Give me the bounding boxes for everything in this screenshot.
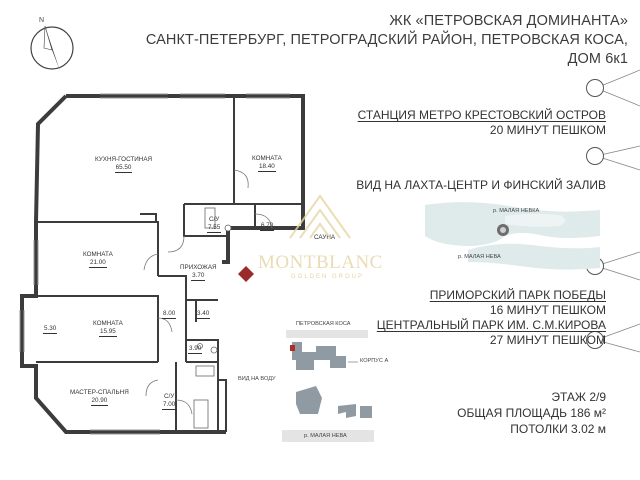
room-area: 15.95	[99, 328, 117, 337]
room-area: 3.70	[191, 272, 206, 281]
room-390: 3.90	[188, 345, 203, 354]
room-bedroom-3: КОМНАТА 15.95	[93, 320, 123, 337]
room-name: САУНА	[314, 234, 336, 241]
room-name: С/У	[163, 393, 175, 400]
room-area: 6.70	[260, 222, 275, 231]
metro-info: СТАНЦИЯ МЕТРО КРЕСТОВСКИЙ ОСТРОВ 20 МИНУ…	[358, 108, 606, 138]
room-kitchen-living: КУХНЯ-ГОСТИНАЯ 65.50	[95, 156, 152, 173]
room-area: 3.40	[196, 310, 211, 319]
room-name: КОМНАТА	[93, 320, 123, 327]
river-label-top: р. МАЛАЯ НЕВКА	[493, 208, 540, 214]
room-bathroom-1: С/У 7.55	[207, 216, 222, 233]
river-label-bottom: р. МАЛАЯ НЕВА	[458, 254, 501, 260]
floor-value: ЭТАЖ 2/9	[551, 390, 606, 404]
parks-info: ПРИМОРСКИЙ ПАРК ПОБЕДЫ 16 МИНУТ ПЕШКОМ Ц…	[377, 288, 606, 348]
apartment-info: ЭТАЖ 2/9 ОБЩАЯ ПЛОЩАДЬ 186 м² ПОТОЛКИ 3.…	[457, 389, 606, 437]
room-name: КУХНЯ-ГОСТИНАЯ	[95, 156, 153, 163]
room-name: МАСТЕР-СПАЛЬНЯ	[70, 389, 129, 396]
park1-title: ПРИМОРСКИЙ ПАРК ПОБЕДЫ	[429, 288, 606, 302]
room-bedroom-1: КОМНАТА 18.40	[252, 155, 282, 172]
total-area: ОБЩАЯ ПЛОЩАДЬ 186 м²	[457, 406, 606, 420]
metro-time: 20 МИНУТ ПЕШКОМ	[489, 123, 606, 137]
watermark-brand: MONTBLANC	[258, 252, 383, 273]
site-view-label: ВИД НА ВОДУ	[238, 376, 276, 382]
complex-name: ЖК «ПЕТРОВСКАЯ ДОМИНАНТА»	[389, 13, 628, 29]
watermark-sub: GOLDEN GROUP	[291, 274, 365, 280]
site-street-label: ПЕТРОВСКАЯ КОСА	[296, 321, 351, 327]
room-hallway: ПРИХОЖАЯ 3.70	[180, 264, 217, 281]
address-line: САНКТ-ПЕТЕРБУРГ, ПЕТРОГРАДСКИЙ РАЙОН, ПЕ…	[145, 32, 628, 48]
room-area: 3.90	[188, 345, 203, 354]
room-bathroom-2: С/У 7.00	[162, 393, 177, 410]
park2-time: 27 МИНУТ ПЕШКОМ	[489, 333, 606, 347]
room-name: ПРИХОЖАЯ	[180, 264, 217, 271]
room-name: КОМНАТА	[83, 251, 113, 258]
compass-label: N	[39, 17, 45, 24]
header-title: ЖК «ПЕТРОВСКАЯ ДОМИНАНТА» САНКТ-ПЕТЕРБУР…	[146, 12, 628, 69]
view-info: ВИД НА ЛАХТА-ЦЕНТР И ФИНСКИЙ ЗАЛИВ	[356, 178, 606, 192]
room-name: КОМНАТА	[252, 155, 282, 162]
site-building-label: КОРПУС А	[360, 358, 389, 364]
room-area: 21.00	[89, 259, 107, 268]
room-area: 8.00	[162, 310, 177, 319]
building-number: ДОМ 6к1	[567, 51, 628, 67]
room-sauna: САУНА	[314, 234, 335, 242]
site-river-label: р. МАЛАЯ НЕВА	[304, 433, 347, 439]
room-340: 3.40	[196, 310, 211, 319]
room-name: С/У	[208, 216, 220, 223]
metro-marker-icon	[586, 79, 604, 97]
room-bedroom-2: КОМНАТА 21.00	[83, 251, 113, 268]
floor-marker-icon	[586, 331, 604, 349]
view-marker-icon	[586, 147, 604, 165]
park2-title: ЦЕНТРАЛЬНЫЙ ПАРК ИМ. С.М.КИРОВА	[376, 318, 606, 332]
room-area: 65.50	[114, 164, 133, 173]
room-area: 18.40	[258, 163, 276, 172]
metro-title: СТАНЦИЯ МЕТРО КРЕСТОВСКИЙ ОСТРОВ	[357, 108, 606, 122]
ceiling-height: ПОТОЛКИ 3.02 м	[510, 422, 606, 436]
room-area: 7.00	[162, 401, 177, 410]
room-area: 5.30	[43, 325, 58, 334]
room-670: 6.70	[260, 222, 275, 231]
room-800: 8.00	[162, 310, 177, 319]
room-area: 20.90	[90, 397, 109, 406]
room-master-bedroom: МАСТЕР-СПАЛЬНЯ 20.90	[70, 389, 129, 406]
park1-time: 16 МИНУТ ПЕШКОМ	[489, 303, 606, 317]
room-area: 7.55	[207, 224, 222, 233]
room-530: 5.30	[43, 325, 58, 334]
